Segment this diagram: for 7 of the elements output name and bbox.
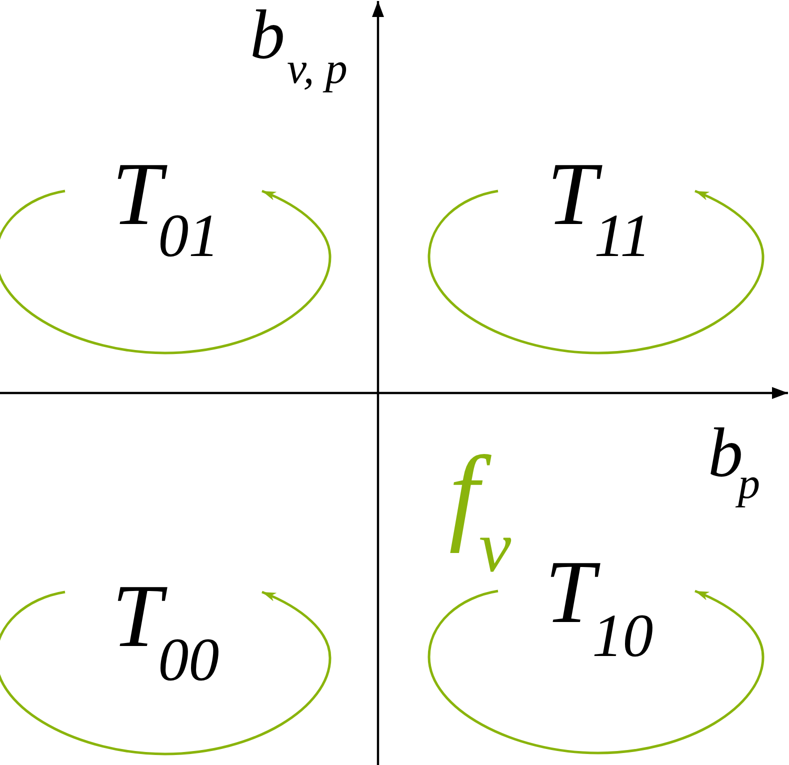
math-symbol: T$_{10}$ xyxy=(545,548,654,667)
math-symbol: b$_{v, p}$ xyxy=(250,1,348,92)
math-symbol: T$_{01}$ xyxy=(112,150,220,267)
math-symbol: b$_{p}$ xyxy=(708,419,760,506)
math-symbol: f$_{v}$ xyxy=(449,440,512,583)
math-symbol: T$_{11}$ xyxy=(547,150,651,267)
math-symbol: T$_{00}$ xyxy=(112,572,220,691)
